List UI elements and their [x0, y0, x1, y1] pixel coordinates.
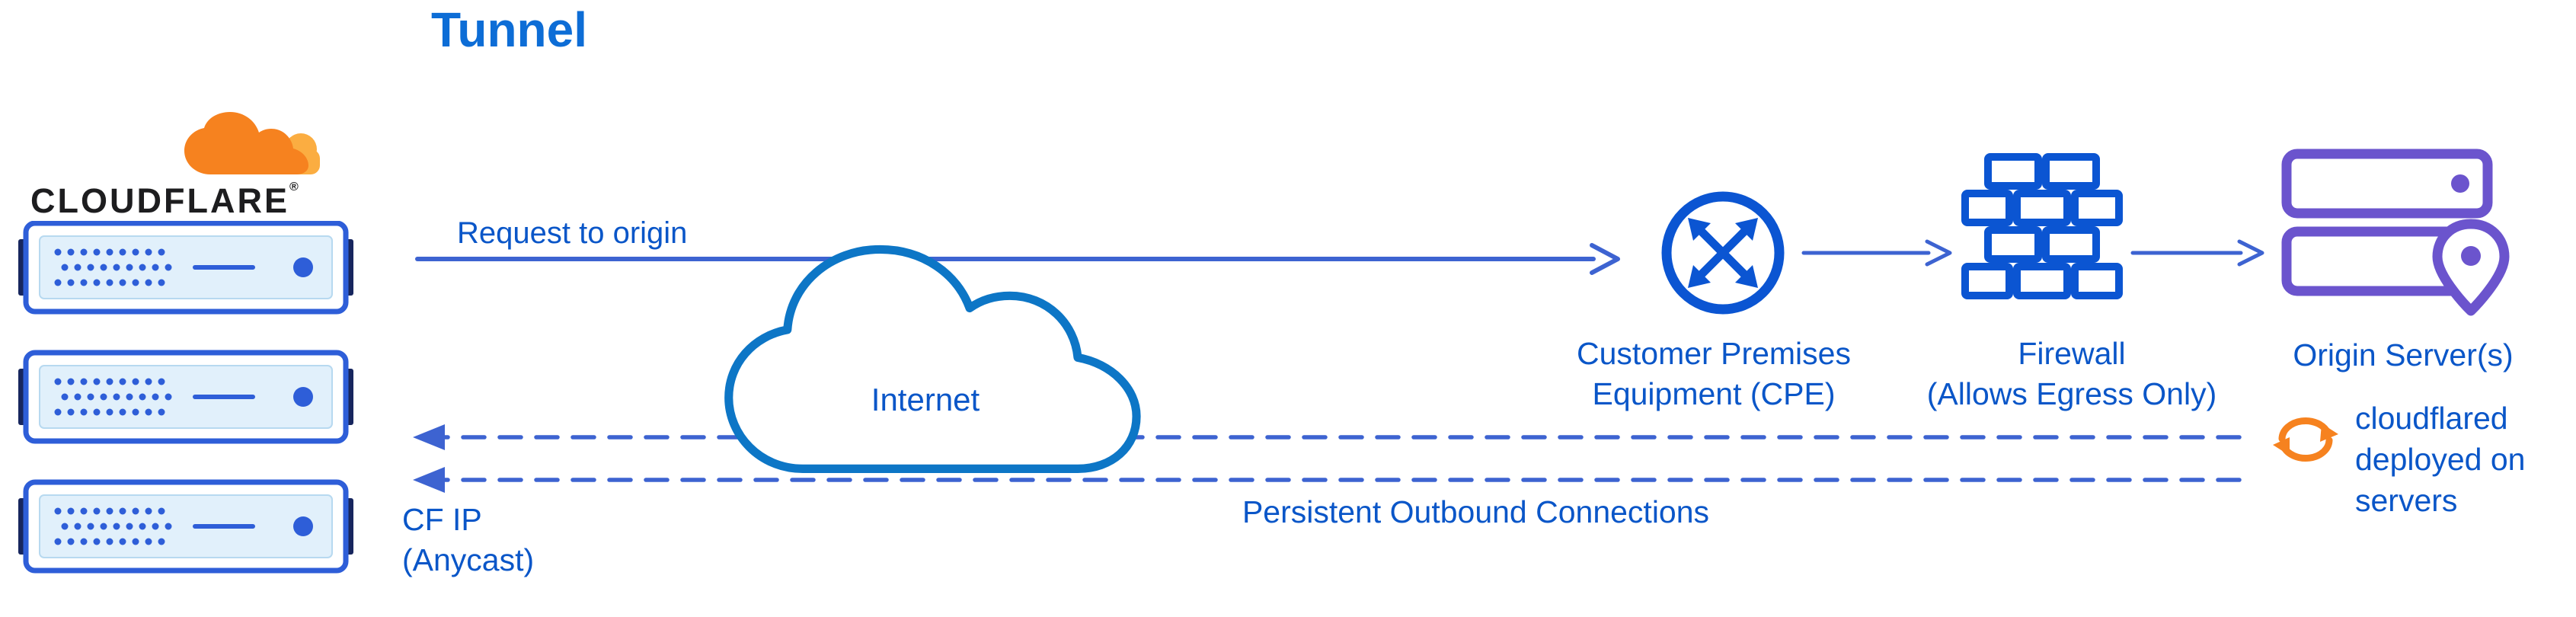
internet-label: Internet: [871, 382, 980, 417]
cf-ip-label-line2: (Anycast): [402, 542, 535, 578]
cloudflare-logo-cloud-icon: [184, 112, 320, 174]
edge-server-stack: [18, 221, 356, 579]
edge-server-icon-2: [18, 353, 353, 441]
origin-server-icon: [2281, 149, 2510, 316]
page-title: Tunnel: [431, 2, 587, 57]
brand-name: CLOUDFLARE: [30, 181, 289, 220]
persistent-connections-label: Persistent Outbound Connections: [1242, 494, 1710, 529]
registered-mark: ®: [289, 181, 301, 193]
persistent-arrowhead-1: [413, 424, 445, 450]
cloudflared-label-line2: deployed on: [2355, 442, 2526, 478]
firewall-label-line2: (Allows Egress Only): [1926, 376, 2217, 412]
firewall-label-line1: Firewall: [2018, 336, 2126, 371]
firewall-to-origin-arrowhead: [2237, 239, 2264, 267]
sync-arrows-icon: [2273, 417, 2338, 462]
cloudflared-label-line3: servers: [2355, 483, 2458, 519]
firewall-label: Firewall (Allows Egress Only): [1897, 334, 2247, 415]
request-to-origin-label: Request to origin: [457, 216, 688, 250]
edge-server-icon-3: [18, 482, 353, 571]
cf-ip-anycast-label: CF IP (Anycast): [402, 500, 534, 581]
origin-server-label: Origin Server(s): [2293, 337, 2514, 372]
cpe-label: Customer Premises Equipment (CPE): [1554, 334, 1874, 415]
request-arrowhead: [1590, 243, 1620, 275]
cf-ip-label-line1: CF IP: [402, 502, 482, 537]
cpe-router-icon: [1661, 191, 1785, 315]
internet-cloud-icon: [724, 245, 1141, 473]
cloudflared-label-line1: cloudflared: [2355, 401, 2508, 436]
persistent-arrowhead-2: [413, 467, 445, 493]
cpe-label-line1: Customer Premises: [1577, 336, 1851, 371]
cloudflared-label: cloudflared deployed on servers: [2355, 398, 2525, 521]
cloudflare-wordmark: CLOUDFLARE®: [30, 181, 301, 221]
location-pin-icon: [2432, 219, 2510, 316]
cpe-label-line2: Equipment (CPE): [1592, 376, 1836, 412]
edge-server-icon-1: [18, 223, 353, 312]
cpe-to-firewall-arrowhead: [1925, 239, 1952, 267]
firewall-icon: [1961, 153, 2123, 299]
